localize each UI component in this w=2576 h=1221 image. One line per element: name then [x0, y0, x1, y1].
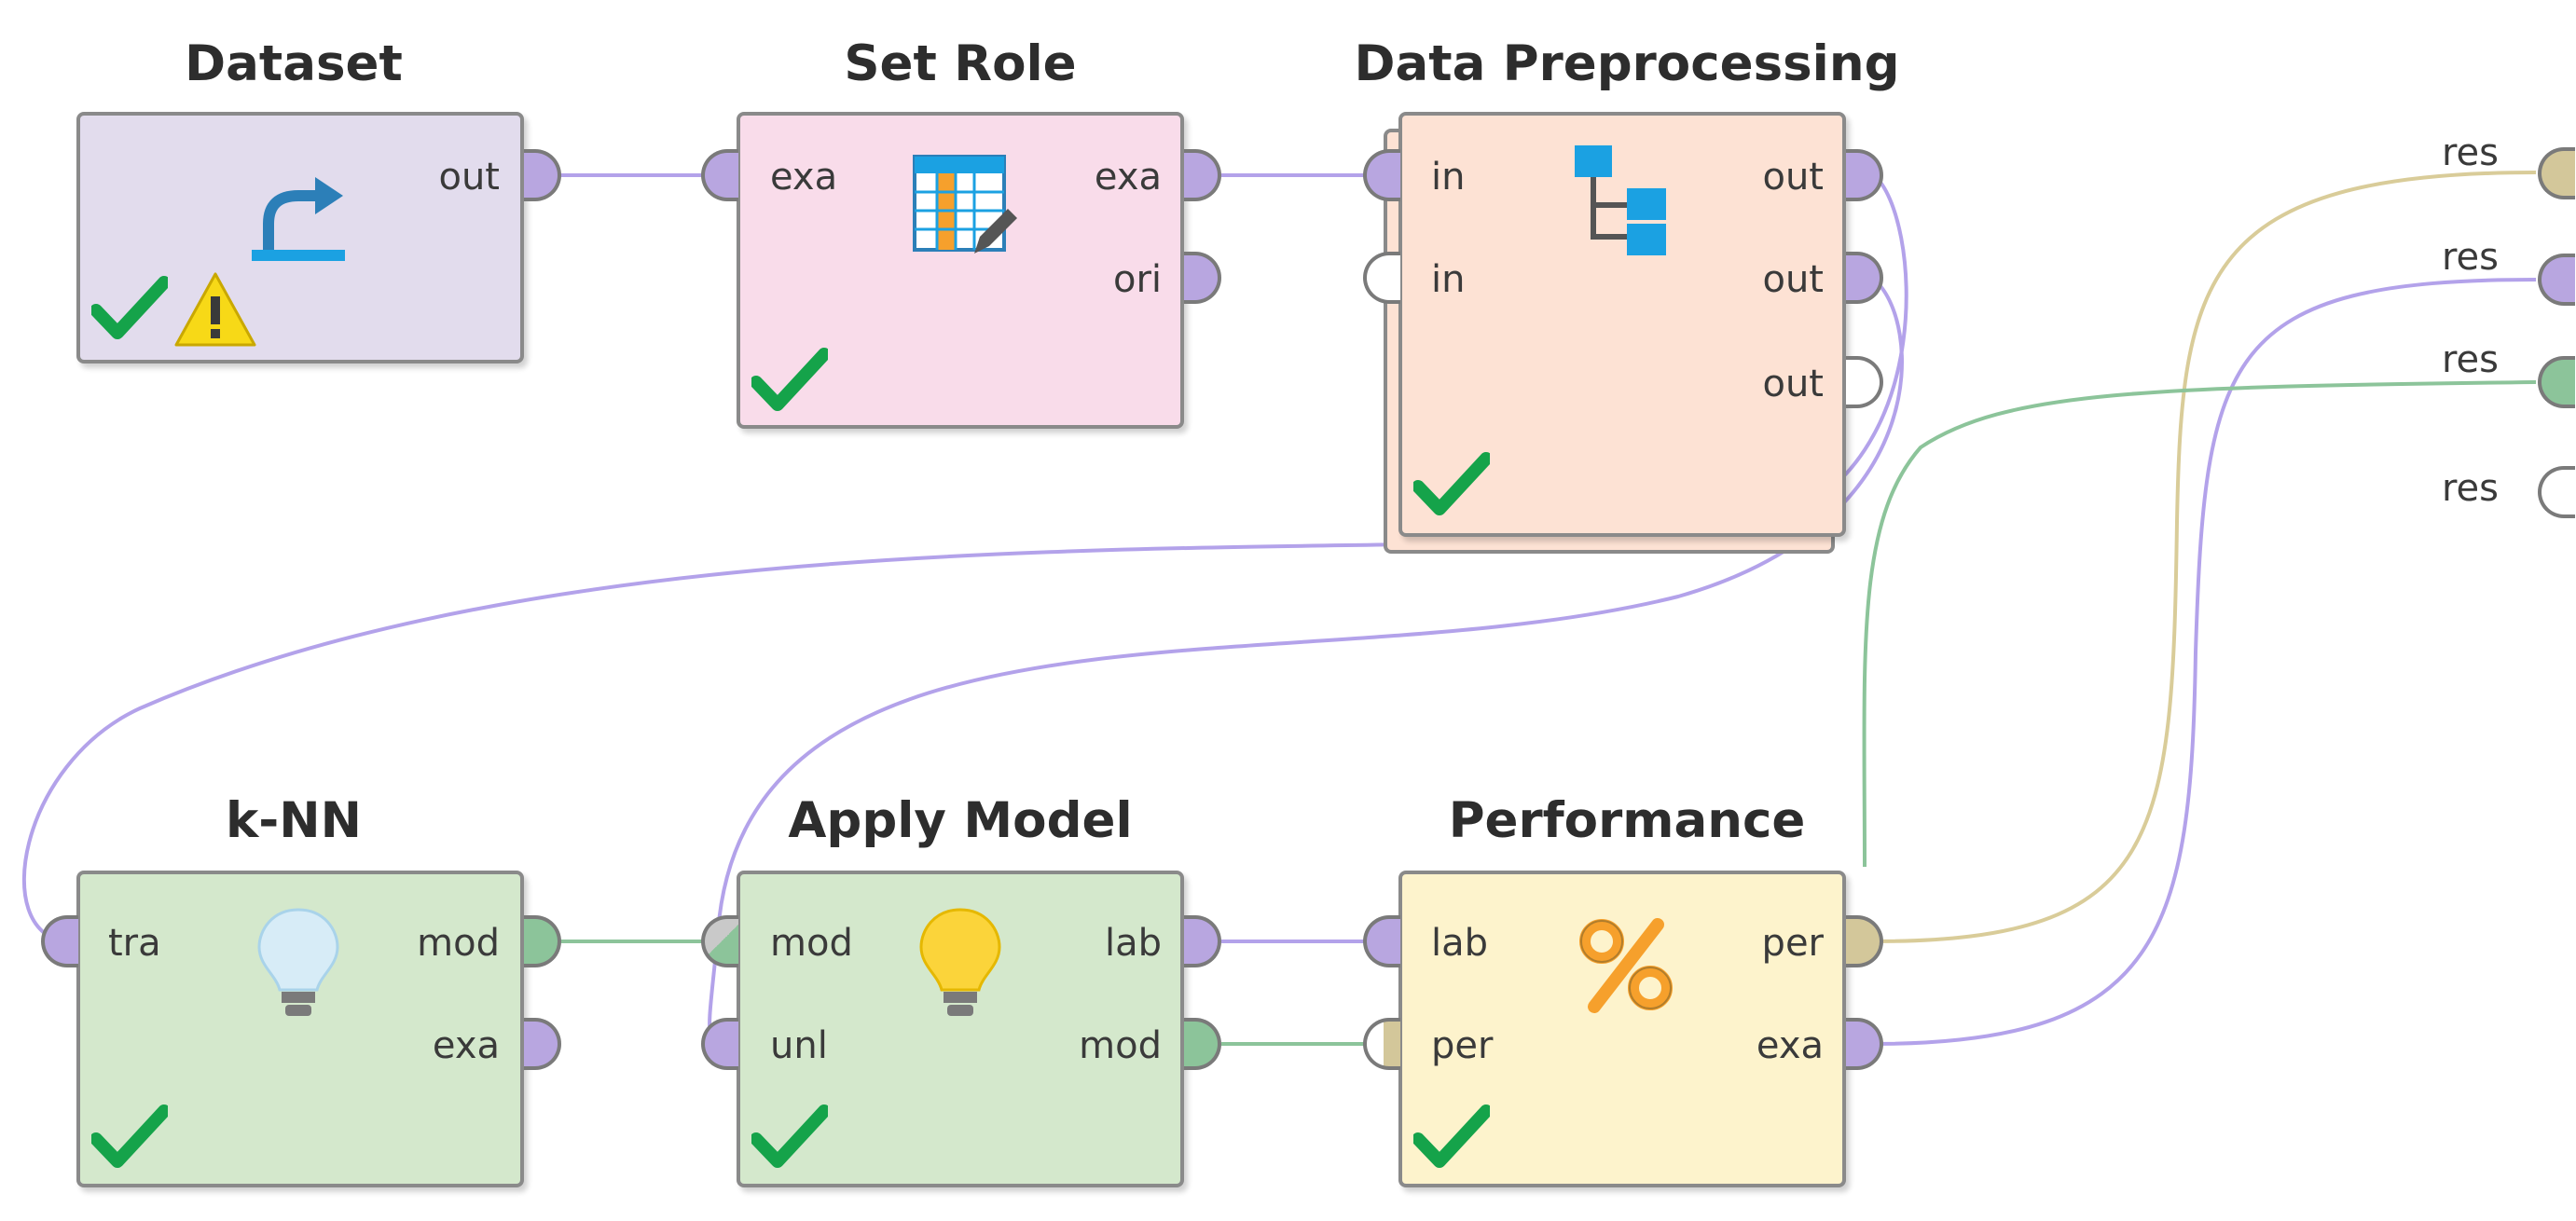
port-label-knn-out-exa: exa — [432, 1024, 500, 1067]
wire-preprocessing-out-to-res3[interactable] — [1862, 380, 2537, 868]
port-performance-in-lab[interactable] — [1363, 915, 1400, 967]
port-label-apply-model-out-lab: lab — [1104, 922, 1162, 965]
port-performance-in-per[interactable] — [1363, 1018, 1400, 1070]
operator-title-apply-model: Apply Model — [788, 792, 1133, 849]
port-label-res-1: res — [2441, 131, 2499, 174]
port-performance-out-per[interactable] — [1846, 915, 1883, 967]
port-result-res-4[interactable] — [2538, 466, 2575, 518]
lightbulb-outline-icon — [257, 908, 339, 1016]
operator-title-knn: k-NN — [226, 792, 362, 849]
warning-triangle-icon — [174, 272, 256, 347]
port-label-performance-in-per: per — [1431, 1024, 1494, 1067]
port-label-apply-model-in-mod: mod — [770, 922, 853, 965]
port-label-res-4: res — [2441, 467, 2499, 510]
operator-title-data-preprocessing: Data Preprocessing — [1354, 35, 1900, 92]
operator-title-set-role: Set Role — [844, 35, 1077, 92]
wire-preprocessing-to-knn[interactable] — [21, 173, 1908, 943]
port-label-performance-in-lab: lab — [1431, 922, 1489, 965]
port-label-res-3: res — [2441, 338, 2499, 381]
lightbulb-icon — [919, 908, 1001, 1016]
port-label-res-2: res — [2441, 236, 2499, 279]
checkmark-icon — [751, 1104, 828, 1168]
port-result-res-1[interactable] — [2538, 147, 2575, 199]
subprocess-tree-icon — [1575, 145, 1666, 255]
retrieve-arrow-icon — [252, 177, 345, 261]
port-apply-model-in-mod[interactable] — [701, 915, 738, 967]
port-label-data-preprocessing-out-2: out — [1762, 258, 1824, 301]
port-label-performance-out-exa: exa — [1756, 1024, 1824, 1067]
percent-icon — [1579, 918, 1673, 1013]
operator-title-dataset: Dataset — [185, 35, 403, 92]
port-dataset-out[interactable] — [524, 149, 561, 201]
port-label-data-preprocessing-in-2: in — [1431, 258, 1466, 301]
port-result-res-2[interactable] — [2538, 254, 2575, 306]
checkmark-icon — [91, 1104, 168, 1168]
operator-dataset[interactable] — [76, 112, 524, 364]
port-result-res-3[interactable] — [2538, 356, 2575, 408]
port-label-knn-in-tra: tra — [108, 922, 161, 965]
port-data-preprocessing-out-3[interactable] — [1846, 356, 1883, 408]
port-label-set-role-in-exa: exa — [770, 156, 838, 199]
port-label-data-preprocessing-out-1: out — [1762, 156, 1824, 199]
port-label-apply-model-out-mod: mod — [1079, 1024, 1162, 1067]
port-label-apply-model-in-unl: unl — [770, 1024, 828, 1067]
port-data-preprocessing-in-1[interactable] — [1363, 149, 1400, 201]
wire-performance-per-to-res1[interactable] — [1873, 171, 2537, 943]
port-label-knn-out-mod: mod — [417, 922, 500, 965]
port-performance-out-exa[interactable] — [1846, 1018, 1883, 1070]
port-label-set-role-out-exa: exa — [1094, 156, 1162, 199]
wire-performance-exa-to-res2[interactable] — [1873, 278, 2537, 1046]
port-label-data-preprocessing-out-3: out — [1762, 363, 1824, 405]
checkmark-icon — [1413, 452, 1490, 515]
checkmark-icon — [751, 348, 828, 411]
port-label-dataset-out: out — [438, 156, 500, 199]
port-apply-model-in-unl[interactable] — [701, 1018, 738, 1070]
operator-title-performance: Performance — [1448, 792, 1806, 849]
port-set-role-in-exa[interactable] — [701, 149, 738, 201]
checkmark-icon — [1413, 1104, 1490, 1168]
port-label-set-role-out-ori: ori — [1112, 258, 1162, 301]
checkmark-icon — [91, 276, 168, 339]
port-knn-in-tra[interactable] — [41, 915, 78, 967]
port-label-performance-out-per: per — [1761, 922, 1824, 965]
table-edit-icon — [913, 155, 1017, 254]
port-data-preprocessing-in-2[interactable] — [1363, 252, 1400, 304]
port-label-data-preprocessing-in-1: in — [1431, 156, 1466, 199]
